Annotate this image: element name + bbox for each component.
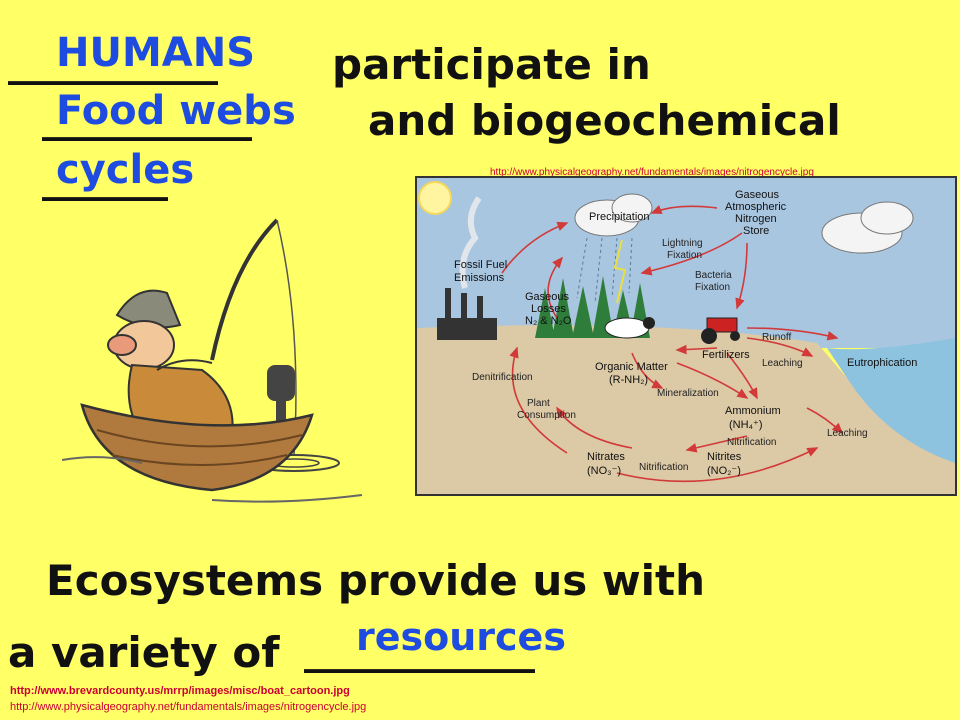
nitrogen-cycle-diagram: Precipitation Gaseous Atmospheric Nitrog… bbox=[415, 176, 957, 496]
cloud-icon bbox=[574, 193, 653, 237]
title-line-1-text: participate in bbox=[332, 40, 651, 89]
label-lightning: Lightning bbox=[662, 238, 703, 249]
label-organic: (R-NH₂) bbox=[609, 374, 648, 386]
diagram-credit-top[interactable]: http://www.physicalgeography.net/fundame… bbox=[490, 167, 814, 178]
label-losses: Losses bbox=[531, 303, 566, 315]
bottom-line-1: Ecosystems provide us with bbox=[46, 556, 706, 605]
label-denitrification: Denitrification bbox=[472, 372, 533, 383]
label-bacteria: Fixation bbox=[695, 282, 730, 293]
bottom-line-2-text: a variety of bbox=[8, 628, 280, 677]
label-fossil: Emissions bbox=[454, 272, 505, 284]
label-lightning: Fixation bbox=[667, 250, 702, 261]
answer-cycles: cycles bbox=[56, 147, 195, 193]
label-leaching: Leaching bbox=[827, 428, 868, 439]
label-plant: Consumption bbox=[517, 410, 576, 421]
answer-food-webs: Food webs bbox=[56, 88, 296, 134]
label-nitrites: (NO₂⁻) bbox=[707, 465, 741, 477]
label-ammonium: (NH₄⁺) bbox=[729, 419, 763, 431]
label-store: Gaseous bbox=[735, 189, 780, 201]
title-line-1-blank: __________ bbox=[8, 36, 218, 85]
label-nitrification: Nitrification bbox=[639, 462, 688, 473]
title-line-2-blank: __________ bbox=[42, 92, 252, 141]
label-bacteria: Bacteria bbox=[695, 270, 732, 281]
bottom-line-2-blank: ___________ bbox=[304, 624, 535, 673]
label-nitrification: Nitrification bbox=[727, 437, 776, 448]
answer-resources: resources bbox=[356, 615, 566, 659]
label-fertilizers: Fertilizers bbox=[702, 349, 750, 361]
label-mineralization: Mineralization bbox=[657, 388, 719, 399]
label-precipitation: Precipitation bbox=[589, 211, 650, 223]
label-store: Nitrogen bbox=[735, 213, 777, 225]
label-organic: Organic Matter bbox=[595, 361, 668, 373]
title-line-2-text: and biogeochemical bbox=[368, 96, 841, 145]
title-line-3-blank: ______ bbox=[42, 152, 168, 201]
label-plant: Plant bbox=[527, 398, 550, 409]
label-nitrates: Nitrates bbox=[587, 451, 625, 463]
answer-humans: HUMANS bbox=[56, 30, 256, 76]
label-losses: N₂ & N₂O bbox=[525, 315, 572, 327]
label-runoff: Runoff bbox=[762, 332, 792, 343]
cartoon-credit[interactable]: http://www.brevardcounty.us/mrrp/images/… bbox=[10, 685, 350, 697]
label-ammonium: Ammonium bbox=[725, 405, 781, 417]
label-nitrites: Nitrites bbox=[707, 451, 742, 463]
cloud-icon bbox=[821, 201, 914, 254]
label-losses: Gaseous bbox=[525, 291, 570, 303]
label-eutrophication: Eutrophication bbox=[847, 357, 917, 369]
fisherman-boat-cartoon bbox=[62, 218, 363, 503]
label-nitrates: (NO₃⁻) bbox=[587, 465, 621, 477]
diagram-credit-bottom[interactable]: http://www.physicalgeography.net/fundame… bbox=[10, 701, 367, 713]
label-store: Store bbox=[743, 225, 769, 237]
label-leaching: Leaching bbox=[762, 358, 803, 369]
label-fossil: Fossil Fuel bbox=[454, 259, 507, 271]
label-store: Atmospheric bbox=[725, 201, 787, 213]
sun-icon bbox=[418, 181, 452, 215]
